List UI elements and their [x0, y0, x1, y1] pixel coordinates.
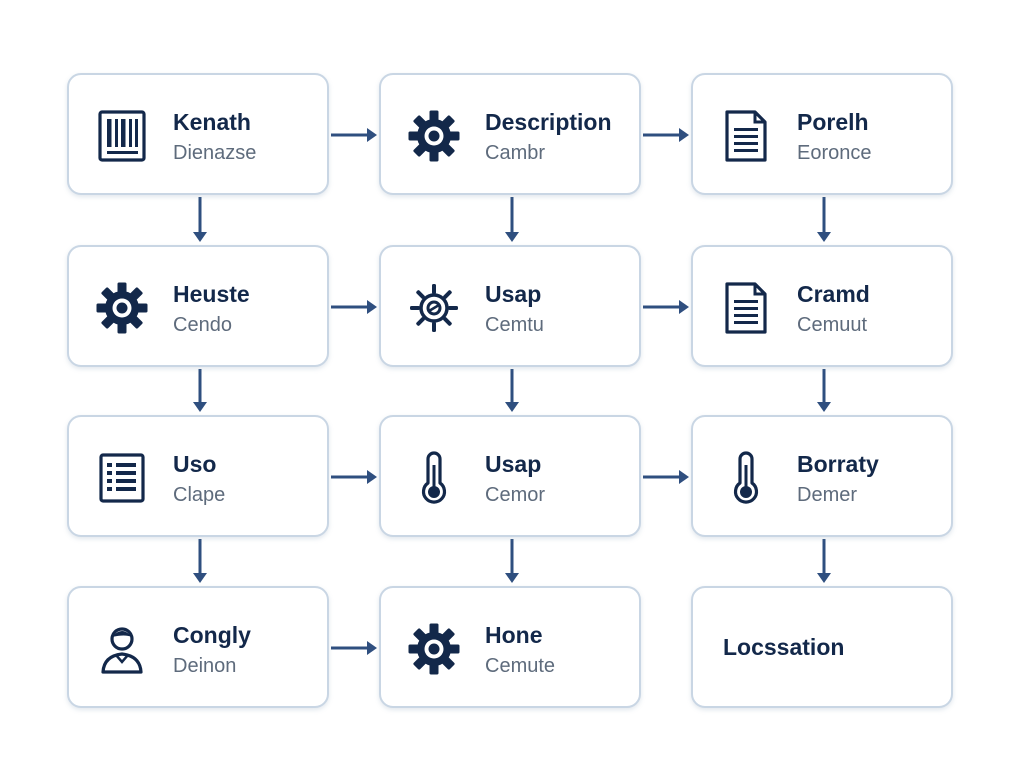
- node-title: Usap: [485, 451, 542, 477]
- connector-arrow: [817, 539, 831, 583]
- connector-arrow: [643, 128, 689, 142]
- node-title: Congly: [173, 622, 251, 648]
- node-title: Usap: [485, 281, 542, 307]
- connector-arrow: [331, 128, 377, 142]
- connector-arrow: [193, 369, 207, 412]
- connector-arrow: [193, 197, 207, 242]
- connector-arrow: [331, 641, 377, 655]
- gear-icon: [95, 281, 149, 335]
- node-n12[interactable]: Locssation: [691, 586, 953, 708]
- node-subtitle: Demer: [797, 484, 858, 506]
- thermometer-icon: [407, 451, 461, 505]
- node-title: Cramd: [797, 281, 870, 307]
- connector-arrow: [331, 300, 377, 314]
- connector-arrow: [505, 369, 519, 412]
- node-subtitle: Dienazse: [173, 142, 257, 164]
- connector-arrow: [331, 470, 377, 484]
- connector-arrow: [817, 369, 831, 412]
- node-title: Kenath: [173, 109, 251, 135]
- gear-icon: [407, 109, 461, 163]
- node-subtitle: Deinon: [173, 655, 237, 677]
- node-subtitle: Eoronce: [797, 142, 872, 164]
- barcode-icon: [95, 109, 149, 163]
- connector-arrow: [817, 197, 831, 242]
- connector-arrow: [505, 197, 519, 242]
- document-icon: [719, 281, 773, 335]
- node-title: Locssation: [723, 634, 845, 660]
- node-title: Borraty: [797, 451, 879, 477]
- thermometer-icon: [719, 451, 773, 505]
- node-subtitle: Cemuut: [797, 314, 868, 336]
- checklist-icon: [95, 451, 149, 505]
- connector-arrow: [643, 300, 689, 314]
- connector-arrow: [643, 470, 689, 484]
- node-subtitle: Cemor: [485, 484, 546, 506]
- node-title: Description: [485, 109, 612, 135]
- sun-gear-icon: [407, 281, 461, 335]
- node-subtitle: Cendo: [173, 314, 232, 336]
- connector-arrow: [505, 539, 519, 583]
- node-subtitle: Cemute: [485, 655, 556, 677]
- document-icon: [719, 109, 773, 163]
- node-subtitle: Cambr: [485, 142, 546, 164]
- gear-icon: [407, 622, 461, 676]
- node-subtitle: Cemtu: [485, 314, 544, 336]
- person-icon: [95, 622, 149, 676]
- node-title: Hone: [485, 622, 543, 648]
- connector-arrow: [193, 539, 207, 583]
- node-title: Heuste: [173, 281, 250, 307]
- node-title: Uso: [173, 451, 217, 477]
- node-subtitle: Clape: [173, 484, 226, 506]
- node-title: Porelh: [797, 109, 869, 135]
